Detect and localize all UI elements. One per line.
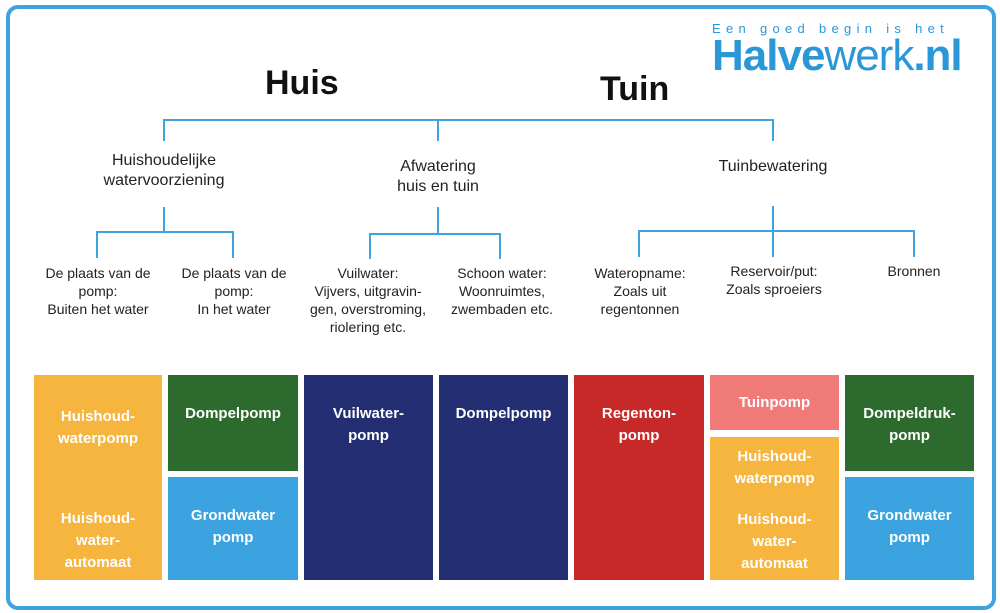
branch-tuin-bar xyxy=(638,230,915,232)
branch-huis-left xyxy=(96,231,98,258)
pump-tuinpomp[interactable]: Tuinpomp xyxy=(710,375,839,430)
branch-afwatering-stem xyxy=(437,207,439,234)
logo[interactable]: Halvewerk.nl xyxy=(712,31,963,80)
branch-tuin-right xyxy=(913,230,915,257)
branch-tuin-stem xyxy=(772,206,774,231)
pump-vuilwaterpomp[interactable]: Vuilwater-pomp xyxy=(304,375,433,580)
pump-dompelpomp-huis[interactable]: Dompelpomp xyxy=(168,375,298,471)
connector-top xyxy=(163,119,774,121)
branch-tuin-left xyxy=(638,230,640,257)
branch-afwatering-left xyxy=(369,233,371,259)
pump-huishoudwaterpomp-tuin[interactable]: Huishoud-waterpomp xyxy=(734,448,815,487)
sub-schoon-water: Schoon water:Woonruimtes,zwembaden etc. xyxy=(451,265,553,317)
branch-afwatering-bar xyxy=(369,233,501,235)
connector-tuinbewatering xyxy=(772,119,774,141)
branch-huis-right xyxy=(232,231,234,258)
category-tuinbewatering: Tuinbewatering xyxy=(718,158,828,175)
connector-huishoud xyxy=(163,119,165,141)
connector-afwatering xyxy=(437,119,439,141)
sub-reservoir: Reservoir/put:Zoals sproeiers xyxy=(726,263,822,297)
logo-part-halve: Halve xyxy=(712,31,825,80)
branch-tuin-middle xyxy=(772,230,774,257)
sub-bronnen: Bronnen xyxy=(887,263,941,279)
pump-box-tuin-huishoud-bg xyxy=(710,437,839,580)
pump-dompelpomp-afwatering[interactable]: Dompelpomp xyxy=(439,375,568,580)
logo-part-werk: werk xyxy=(824,31,914,80)
pump-huishoudwaterautomaat[interactable]: Huishoud-water-automaat xyxy=(60,510,136,571)
logo-tagline: Een goed begin is het xyxy=(712,21,950,36)
branch-huis-stem xyxy=(163,207,165,232)
pump-huishoudwaterautomaat-tuin[interactable]: Huishoud-water-automaat xyxy=(737,511,812,572)
pump-huishoudwaterpomp[interactable]: Huishoud-waterpomp xyxy=(57,408,138,447)
pump-regentonpomp[interactable]: Regenton-pomp xyxy=(574,375,704,580)
title-huis: Huis xyxy=(265,64,339,102)
pump-box-huishoud-bg xyxy=(34,375,162,580)
branch-huis-bar xyxy=(96,231,234,233)
branch-afwatering-right xyxy=(499,233,501,259)
title-tuin: Tuin xyxy=(600,70,670,108)
sub-vuilwater: Vuilwater:Vijvers, uitgravin-gen, overst… xyxy=(310,265,426,335)
logo-part-nl: .nl xyxy=(913,31,962,80)
pump-dompeldrukpomp[interactable]: Dompeldruk-pomp xyxy=(845,375,974,471)
